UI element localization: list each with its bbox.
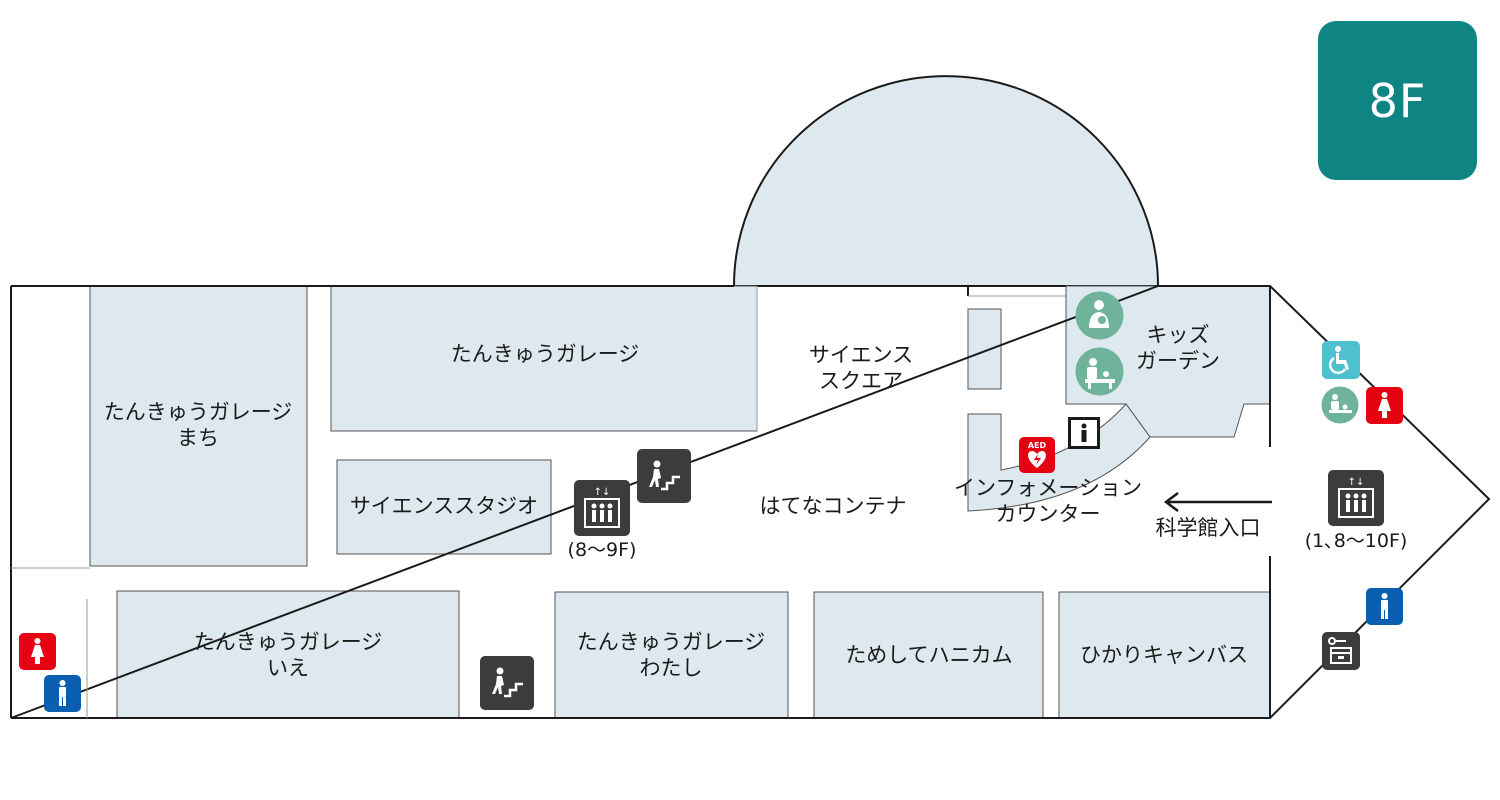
mens-restroom-icon[interactable] [1366,588,1403,625]
room-science-studio [336,459,552,555]
aed-icon[interactable]: AED [1019,437,1055,473]
label-hatena-container: はてなコンテナ [759,494,907,518]
room-hikari-canvas [1058,591,1271,719]
baby-changing-icon[interactable] [1321,386,1359,424]
nursing-room-icon[interactable] [1075,291,1124,340]
aed-text: AED [1028,441,1047,450]
room-garage-main [330,285,758,432]
label-line: サイエンス [808,343,914,367]
stairs-icon[interactable] [480,656,534,710]
label-line: たんきゅうガレージ [193,630,383,654]
label-garage-main: たんきゅうガレージ [450,342,640,366]
label-science-studio: サイエンススタジオ [349,494,539,518]
wheelchair-icon[interactable] [1322,341,1360,379]
elevator-icon[interactable]: ↑↓ [1328,470,1384,526]
label-line: キッズ [1146,323,1210,347]
label-line: たんきゅうガレージ [103,400,293,424]
label-line: ガーデン [1136,349,1220,373]
entrance-arrow [1163,492,1272,512]
label-line: いえ [267,656,309,680]
label-kids-garden: キッズ ガーデン [1136,322,1220,374]
label-line: スクエア [819,369,903,393]
svg-text:↑↓: ↑↓ [1348,477,1365,488]
information-icon[interactable] [1068,417,1100,449]
mens-restroom-icon[interactable] [44,675,81,712]
label-line: まち [177,426,219,450]
label-garage-machi: たんきゅうガレージ まち [104,399,293,451]
coin-locker-icon[interactable] [1322,632,1360,670]
room-garage-machi [89,285,308,567]
floor-badge: 8F [1318,21,1477,180]
room-tameshite-hanikamu [813,591,1044,719]
label-line: インフォメーション [954,476,1142,500]
room-garage-ie [116,590,460,719]
label-line: わたし [639,656,703,680]
womens-restroom-icon[interactable] [19,633,56,670]
label-line: たんきゅうガレージ [576,630,766,654]
womens-restroom-icon[interactable] [1366,387,1403,424]
label-information-counter: インフォメーション カウンター [954,475,1142,527]
svg-text:↑↓: ↑↓ [594,487,611,498]
room-garage-watashi [554,591,789,719]
label-elevator-center-floors: (8〜9F) [567,539,637,561]
dome-area [732,75,1160,287]
label-hikari-canvas: ひかりキャンバス [1080,643,1248,667]
label-elevator-east-floors: (1､8〜10F) [1304,530,1408,552]
label-line: カウンター [995,502,1101,526]
baby-changing-icon[interactable] [1075,347,1124,396]
label-science-square: サイエンス スクエア [809,342,913,394]
stairs-icon[interactable] [637,449,691,503]
pillar-block-upper [967,308,1002,390]
label-garage-watashi: たんきゅうガレージ わたし [577,629,766,681]
label-entrance: 科学館入口 [1155,516,1261,540]
elevator-icon[interactable]: ↑↓ [574,480,630,536]
label-garage-ie: たんきゅうガレージ いえ [194,629,383,681]
label-tameshite-hanikamu: ためしてハニカム [845,643,1013,667]
